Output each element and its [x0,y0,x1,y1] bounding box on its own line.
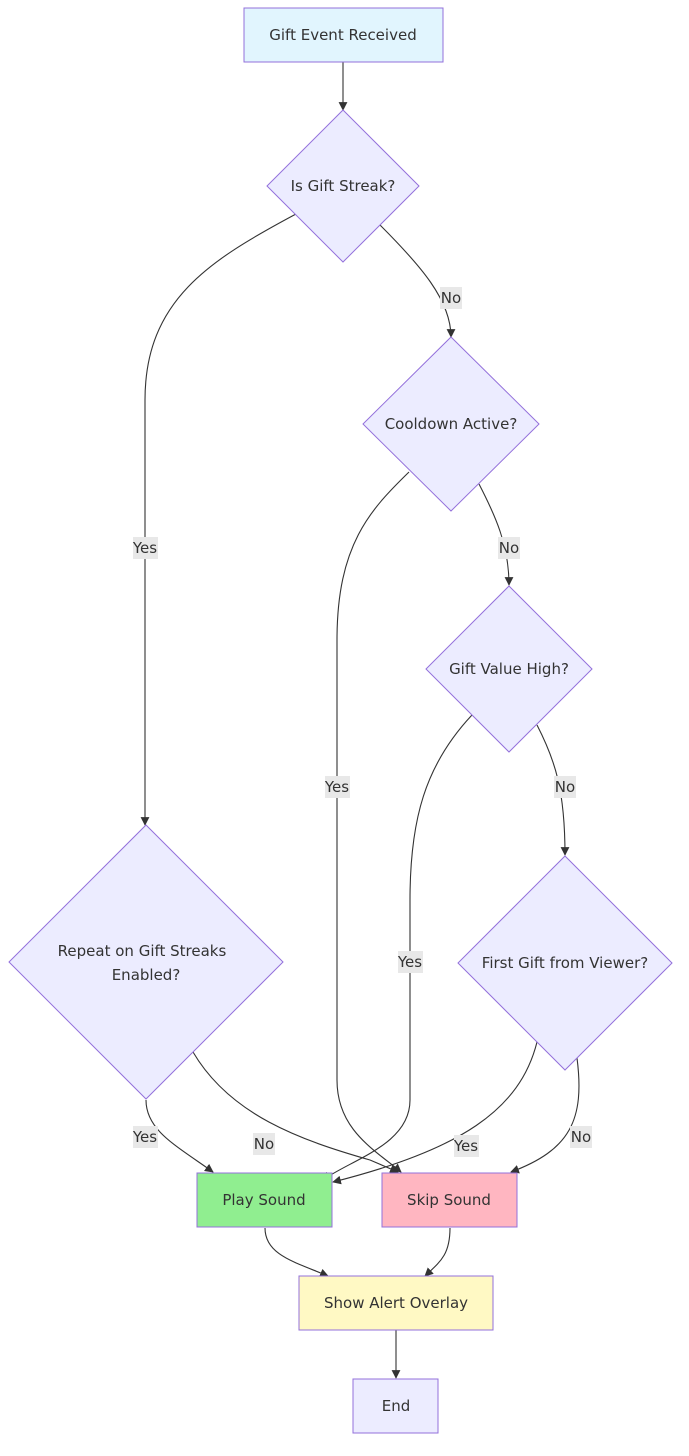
svg-text:First Gift from Viewer?: First Gift from Viewer? [482,954,648,972]
node-gift-event-received: Gift Event Received [243,7,444,63]
edge-label-streak-no: No [440,287,462,309]
node-play-sound: Play Sound [196,1172,333,1228]
node-cooldown-active: Cooldown Active? [362,336,540,512]
svg-text:End: End [382,1397,411,1415]
svg-text:Yes: Yes [453,1137,478,1155]
edge-label-value-no: No [554,776,576,798]
nodes: Gift Event Received Is Gift Streak? Cool… [8,7,673,1434]
edge-streak-no [379,224,456,338]
svg-text:Repeat on Gift Streaks: Repeat on Gift Streaks [58,942,227,960]
edge-label-first-yes: Yes [453,1135,479,1157]
edge-play-to-alert [264,1227,329,1277]
edge-value-yes [322,714,473,1181]
edge-label-cooldown-no: No [498,537,520,559]
svg-text:Yes: Yes [132,1128,157,1146]
edge-first-yes [332,1041,538,1185]
edge-first-no [510,1057,580,1174]
svg-text:Gift Event Received: Gift Event Received [269,26,416,44]
node-end: End [352,1378,439,1434]
edge-label-streak-yes: Yes [132,537,158,559]
svg-text:Is Gift Streak?: Is Gift Streak? [291,177,396,195]
node-first-gift-from-viewer: First Gift from Viewer? [457,855,673,1071]
node-show-alert-overlay: Show Alert Overlay [298,1275,494,1331]
edge-label-value-yes: Yes [397,951,423,973]
svg-text:Cooldown Active?: Cooldown Active? [385,415,518,433]
edge-cooldown-no [478,483,514,586]
edge-label-repeat-no: No [253,1133,275,1155]
edge-repeat-no [192,1051,399,1173]
node-gift-value-high: Gift Value High? [425,585,593,753]
svg-text:Yes: Yes [397,953,422,971]
edge-repeat-yes [145,1099,214,1173]
edges [140,62,580,1379]
edge-labels: No Yes No Yes No Yes Yes No [132,287,592,1157]
node-is-gift-streak: Is Gift Streak? [266,109,420,263]
svg-text:Gift Value High?: Gift Value High? [449,660,569,678]
svg-text:No: No [571,1128,591,1146]
node-repeat-on-gift-streaks: Repeat on Gift Streaks Enabled? [8,824,284,1100]
svg-text:Skip Sound: Skip Sound [407,1191,491,1209]
edge-label-repeat-yes: Yes [132,1126,158,1148]
edge-streak-yes [140,213,297,826]
svg-text:Yes: Yes [132,539,157,557]
node-skip-sound: Skip Sound [381,1172,518,1228]
svg-text:No: No [441,289,461,307]
svg-text:No: No [499,539,519,557]
svg-text:No: No [254,1135,274,1153]
edge-skip-to-alert [424,1227,451,1277]
svg-text:No: No [555,778,575,796]
svg-text:Play Sound: Play Sound [222,1191,305,1209]
edge-cooldown-yes [336,471,410,1173]
svg-text:Show Alert Overlay: Show Alert Overlay [324,1294,468,1312]
edge-label-first-no: No [570,1126,592,1148]
svg-text:Yes: Yes [324,778,349,796]
edge-label-cooldown-yes: Yes [324,776,350,798]
svg-text:Enabled?: Enabled? [112,966,181,984]
